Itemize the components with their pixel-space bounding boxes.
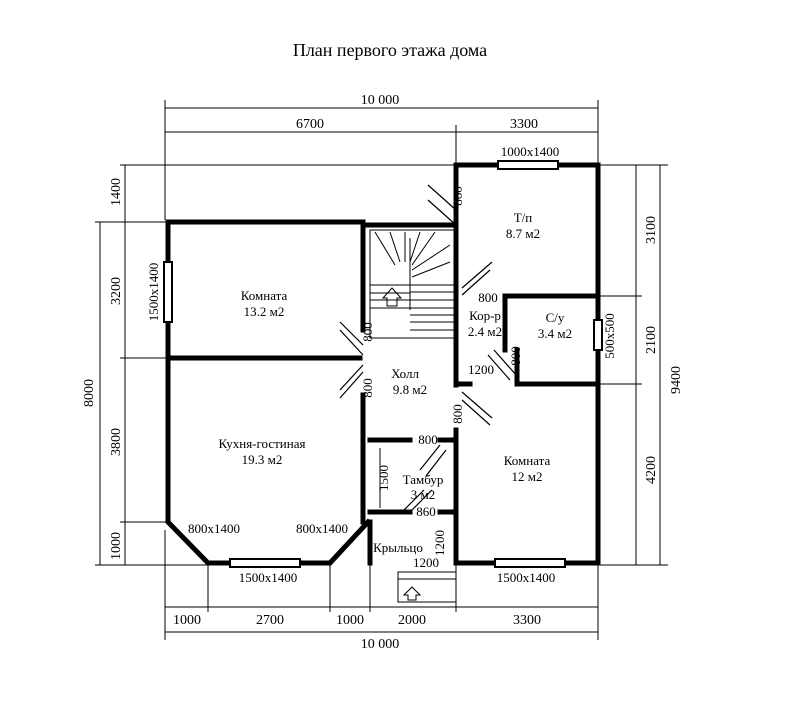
dim-left-3: 3800: [109, 428, 124, 456]
room2-name: Комната: [504, 453, 551, 468]
windows: [163, 160, 603, 568]
plan-title: План первого этажа дома: [293, 40, 487, 60]
tambur-name: Тамбур: [403, 472, 444, 487]
hall-area: 9.8 м2: [393, 382, 427, 397]
label-d860b: 860: [416, 504, 436, 519]
window-bottom-right: [494, 558, 566, 568]
label-d1500: 1500: [376, 465, 391, 491]
label-d800d: 800: [508, 346, 523, 366]
label-d800a: 800: [478, 290, 498, 305]
porch-name: Крыльцо: [373, 540, 423, 555]
window-tp: [497, 160, 559, 170]
dim-right-total: 9400: [669, 366, 684, 394]
label-win-bottom: 1500х1400: [239, 570, 298, 585]
wc-area: 3.4 м2: [538, 326, 572, 341]
bottom-dimensions: 1000 2700 1000 2000 3300 10 000: [164, 530, 599, 652]
dim-left-total: 8000: [82, 379, 97, 407]
label-d800f: 800: [418, 432, 438, 447]
size-labels: 1000х1400 1500х1400 500х500 800х1400 800…: [146, 144, 617, 585]
label-win-k2: 800х1400: [296, 521, 348, 536]
label-d860a: 860: [450, 186, 465, 206]
dim-bottom-4: 2000: [398, 613, 426, 628]
label-d800c: 800: [360, 378, 375, 398]
tambur-area: 3 м2: [411, 487, 435, 502]
room1-name: Комната: [241, 288, 288, 303]
cor-area: 2.4 м2: [468, 324, 502, 339]
tp-area: 8.7 м2: [506, 226, 540, 241]
top-dimensions: 10 000 6700 3300: [164, 93, 599, 220]
dim-left-1: 1400: [109, 178, 124, 206]
room2-area: 12 м2: [512, 469, 543, 484]
dim-right-1: 3100: [644, 216, 659, 244]
dim-bottom-3: 1000: [336, 613, 364, 628]
tp-name: Т/п: [514, 210, 533, 225]
dim-bottom-5: 3300: [513, 613, 541, 628]
label-d1200b: 1200: [432, 530, 447, 556]
label-d800e: 800: [450, 404, 465, 424]
doors: [339, 184, 518, 513]
right-dimensions: 3100 2100 4200 9400: [598, 164, 684, 566]
label-d1200c: 1200: [413, 555, 439, 570]
label-win-k1: 800х1400: [188, 521, 240, 536]
label-d800b: 800: [360, 322, 375, 342]
label-win-bottom2: 1500х1400: [497, 570, 556, 585]
window-wc: [593, 319, 603, 351]
label-win-wc: 500х500: [602, 313, 617, 359]
dim-top-right: 3300: [510, 117, 538, 132]
hall-name: Холл: [391, 366, 419, 381]
room1-area: 13.2 м2: [244, 304, 285, 319]
dim-bottom-1: 1000: [173, 613, 201, 628]
left-dimensions: 8000 1400 3200 3800 1000: [82, 164, 456, 566]
dim-right-2: 2100: [644, 326, 659, 354]
cor-name: Кор-р: [469, 308, 501, 323]
window-bottom-left: [229, 558, 301, 568]
label-d1200a: 1200: [468, 362, 494, 377]
window-left: [163, 261, 173, 323]
label-win-left: 1500х1400: [146, 263, 161, 322]
dim-left-4: 1000: [109, 532, 124, 560]
dim-top-total: 10 000: [361, 93, 400, 108]
dim-right-3: 4200: [644, 456, 659, 484]
dim-bottom-2: 2700: [256, 613, 284, 628]
dim-left-2: 3200: [109, 277, 124, 305]
staircase: [369, 229, 455, 339]
label-win-tp: 1000х1400: [501, 144, 560, 159]
porch-steps: [397, 571, 457, 603]
room-labels: Комната 13.2 м2 Кухня-гостиная 19.3 м2 Х…: [219, 210, 573, 555]
dim-bottom-total: 10 000: [361, 637, 400, 652]
wc-name: С/у: [546, 310, 565, 325]
kitchen-area: 19.3 м2: [242, 452, 283, 467]
dim-top-left: 6700: [296, 117, 324, 132]
interior-walls: [165, 219, 601, 566]
kitchen-name: Кухня-гостиная: [219, 436, 306, 451]
